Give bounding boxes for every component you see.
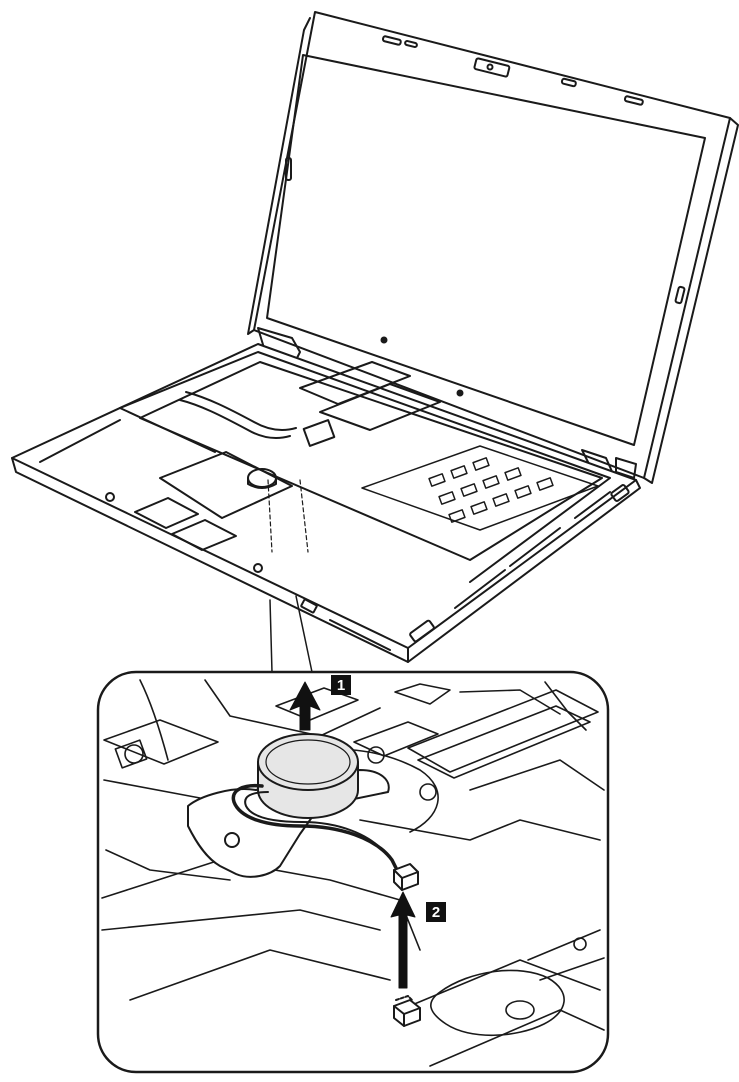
callout-1-label: 1 (337, 677, 345, 694)
touchpad-left-button (134, 497, 199, 529)
display-screen (266, 54, 706, 446)
callout-2-label: 2 (432, 904, 440, 921)
battery-cable (231, 783, 400, 874)
zoom-indicator (267, 479, 309, 553)
callout-1: 1 (331, 675, 351, 695)
webcam (473, 57, 511, 78)
connector-socket (393, 995, 421, 1027)
touchpad-right-button (171, 519, 237, 551)
detail-inset (96, 670, 610, 1074)
left-hinge (257, 327, 301, 361)
laptop-illustration (11, 11, 739, 673)
coin-cell-battery (257, 733, 359, 819)
callout-2: 2 (426, 902, 446, 922)
cable-connector (393, 863, 419, 891)
lower-bracket (430, 969, 565, 1037)
up-arrow-icon (289, 681, 321, 731)
touchpad (159, 451, 293, 519)
laptop-base (11, 343, 641, 663)
inset-frame (96, 670, 610, 1074)
up-arrow-icon (390, 891, 416, 989)
